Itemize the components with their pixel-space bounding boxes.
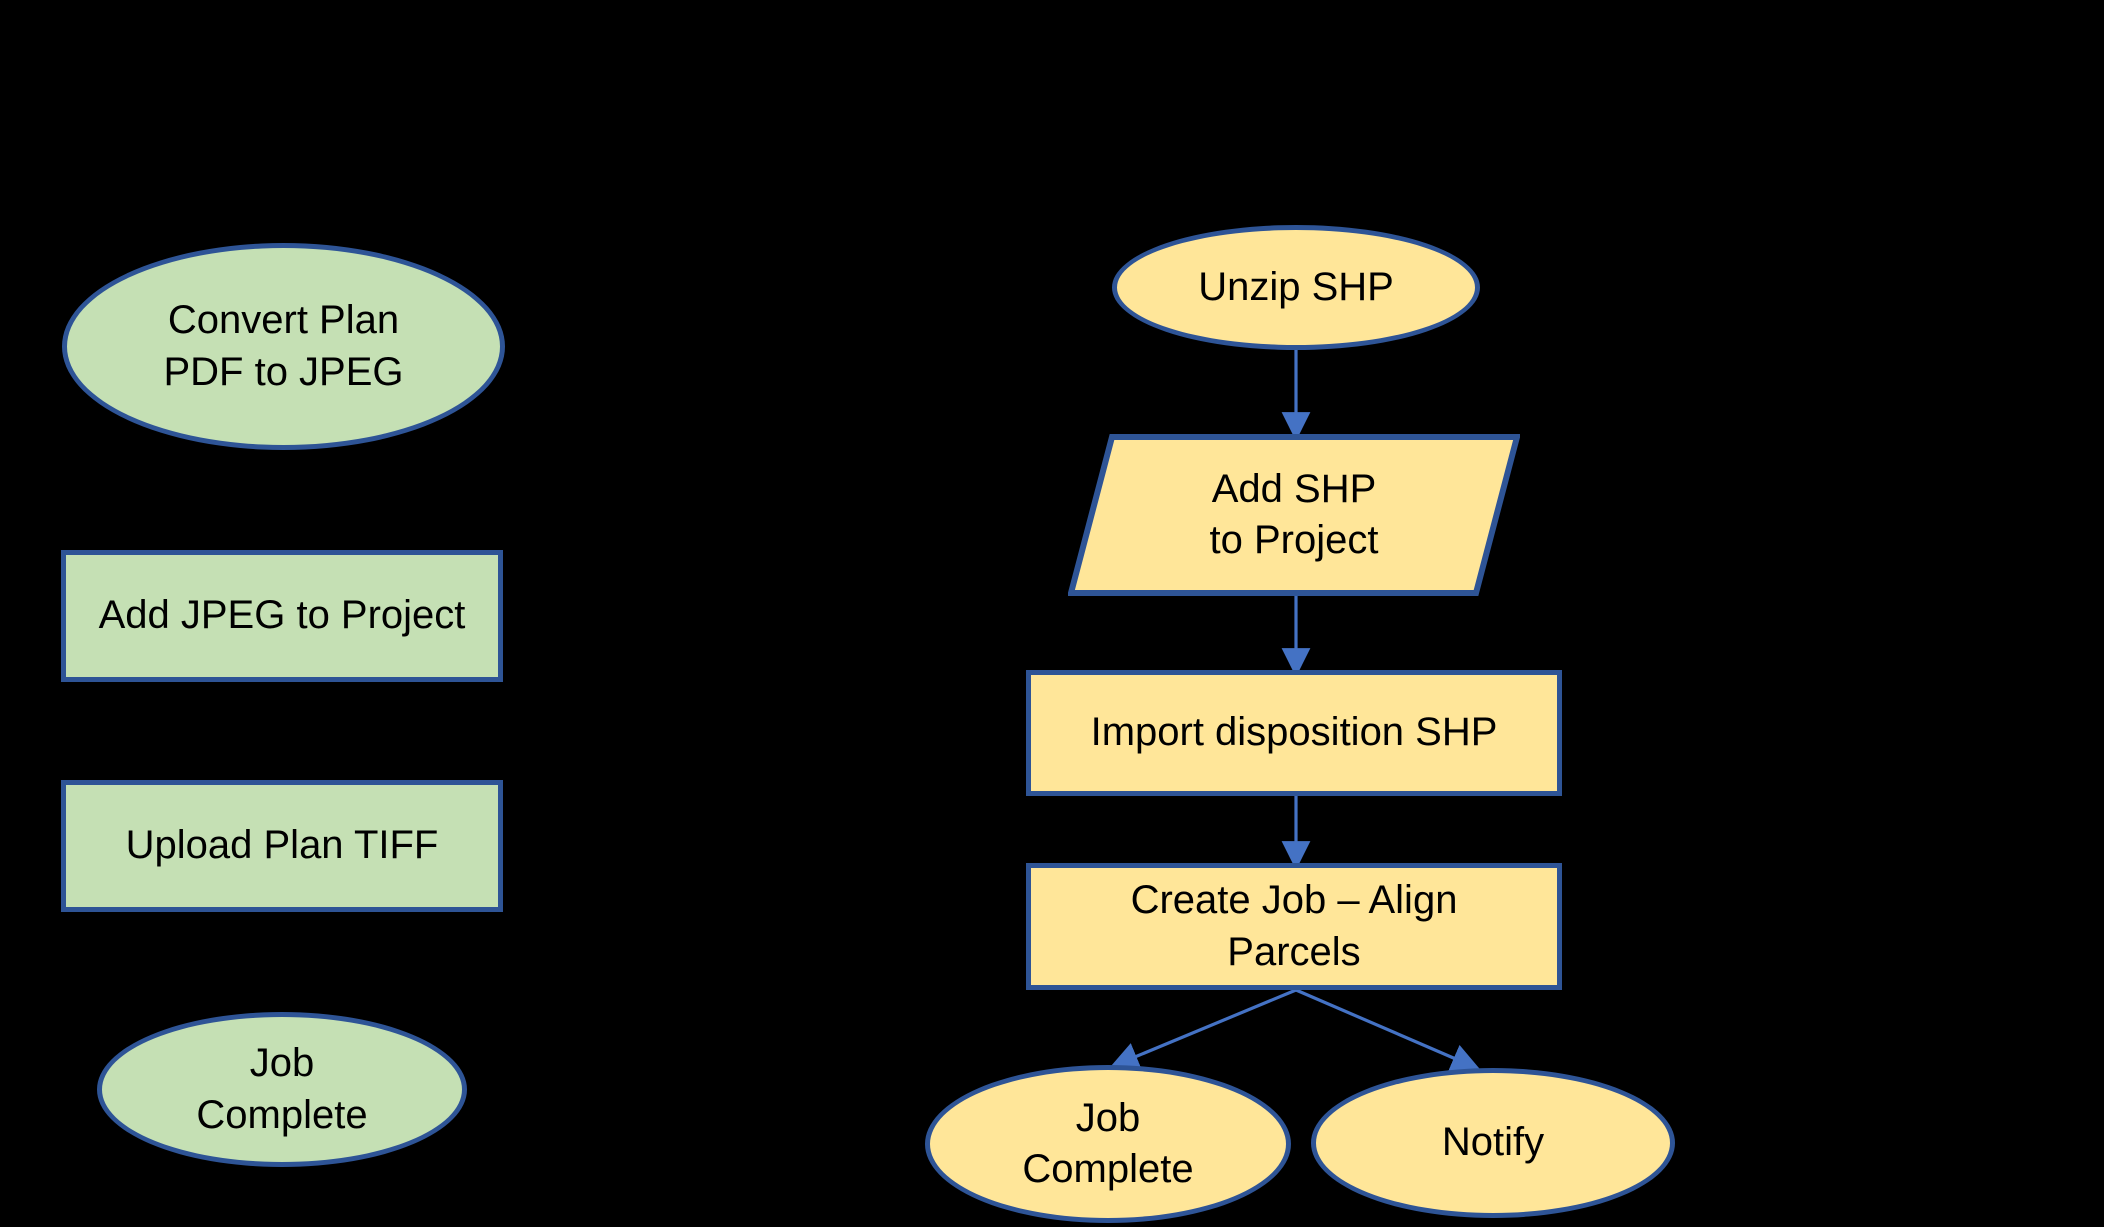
node-convert-plan-pdf-to-jpeg[interactable]: Convert Plan PDF to JPEG xyxy=(62,243,505,450)
node-unzip-shp[interactable]: Unzip SHP xyxy=(1112,225,1480,350)
connector-createjob-to-notify xyxy=(1295,988,1481,1072)
node-add-shp-to-project[interactable]: Add SHP to Project xyxy=(1068,434,1520,596)
node-create-job-align-parcels[interactable]: Create Job – Align Parcels xyxy=(1026,863,1562,990)
node-upload-plan-tiff[interactable]: Upload Plan TIFF xyxy=(61,780,503,912)
node-import-disposition-shp[interactable]: Import disposition SHP xyxy=(1026,670,1562,796)
node-notify[interactable]: Notify xyxy=(1311,1068,1675,1218)
node-job-complete-left[interactable]: Job Complete xyxy=(97,1012,467,1167)
node-add-jpeg-to-project[interactable]: Add JPEG to Project xyxy=(61,550,503,682)
node-job-complete-right[interactable]: Job Complete xyxy=(925,1065,1291,1223)
connector-createjob-to-jobcomplete xyxy=(1109,988,1297,1070)
node-add-shp-to-project-label: Add SHP to Project xyxy=(1209,466,1379,562)
parallelogram-shape xyxy=(1068,434,1520,596)
